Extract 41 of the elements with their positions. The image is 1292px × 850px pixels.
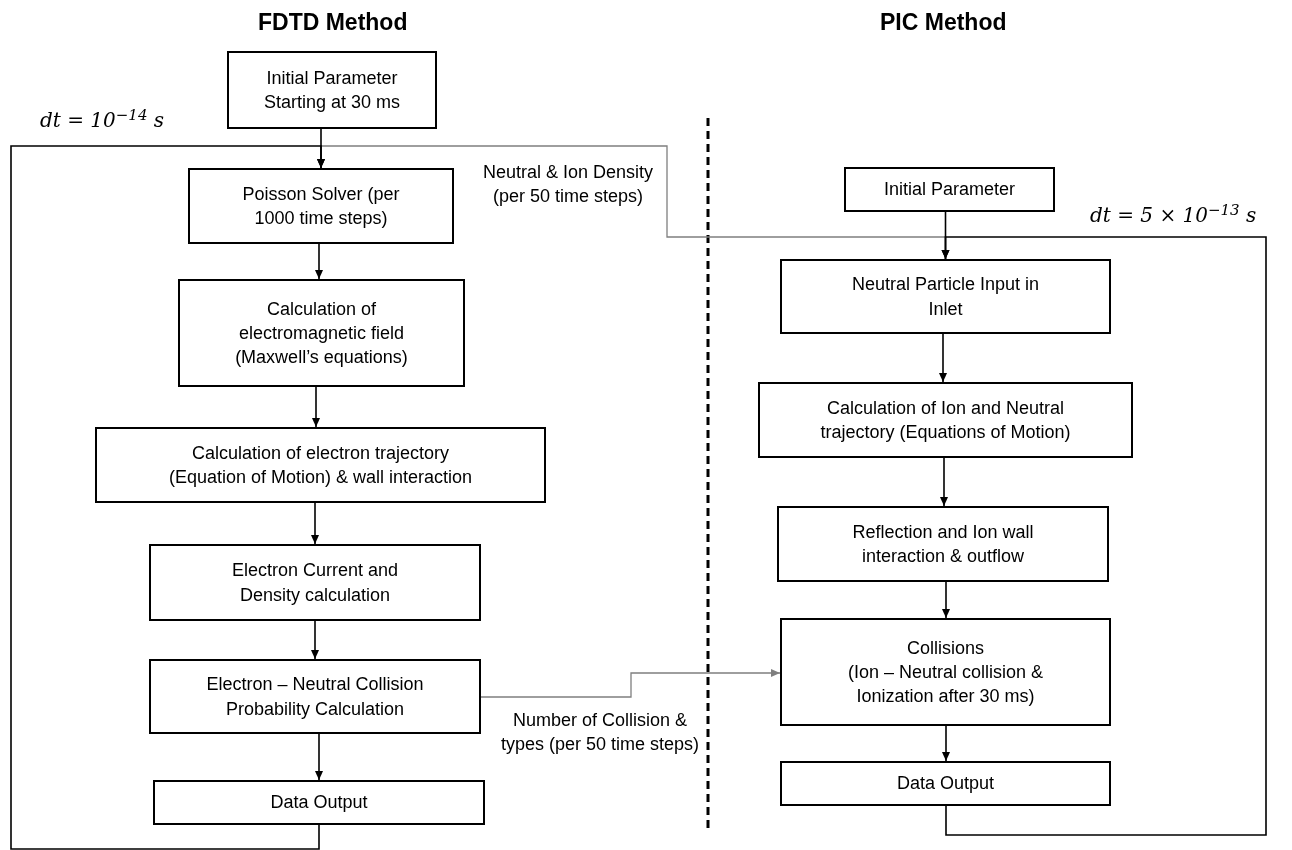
arrow	[311, 620, 319, 660]
section-heading: PIC Method	[880, 8, 1007, 37]
arrow	[10, 145, 325, 850]
arrow	[941, 236, 1267, 836]
process-box	[149, 544, 481, 621]
process-box	[777, 506, 1109, 582]
box-text: Calculation of electromagnetic field (Maxwell’s equations)	[234, 297, 409, 370]
process-box	[758, 382, 1133, 458]
box-text: Data Output	[896, 772, 995, 796]
box-text: (Ion – Neutral collision & Ionization after 30 ms)	[846, 660, 1045, 709]
box-text: Neutral Particle Input in Inlet	[850, 273, 1041, 321]
process-box	[227, 51, 437, 129]
process-box	[95, 427, 546, 503]
box-text: Initial Parameter Starting at 30 ms	[262, 66, 402, 114]
box-text: Data Output	[270, 791, 368, 815]
arrow	[311, 502, 319, 545]
section-heading: FDTD Method	[258, 8, 408, 37]
process-box	[149, 659, 481, 734]
process-box	[178, 279, 465, 387]
arrow	[942, 725, 950, 762]
arrow	[315, 733, 323, 781]
process-box	[780, 259, 1111, 334]
box-text: Collisions	[907, 636, 984, 660]
arrow	[480, 669, 781, 698]
arrow	[942, 581, 950, 619]
process-box	[153, 780, 485, 825]
process-box	[844, 167, 1055, 212]
process-box	[780, 618, 1111, 726]
process-box	[188, 168, 454, 244]
box-text: Initial Parameter	[883, 178, 1016, 202]
box-text: Poisson Solver (per 1000 time steps)	[241, 182, 401, 230]
box-text: Calculation of Ion and Neutral trajectory (Equations of Motion)	[819, 396, 1072, 444]
box-text: Calculation of electron trajectory (Equation of Motion) & wall interaction	[167, 441, 474, 489]
arrow	[312, 386, 320, 428]
box-text: Reflection and Ion wall interaction & outflow	[851, 520, 1035, 568]
arrow	[939, 333, 947, 383]
box-text: Electron Current and Density calculation	[230, 559, 400, 607]
box-text: Electron – Neutral Collision Probability Calculation	[205, 673, 425, 721]
process-box	[780, 761, 1111, 806]
arrow	[940, 457, 948, 507]
arrow	[315, 243, 323, 280]
